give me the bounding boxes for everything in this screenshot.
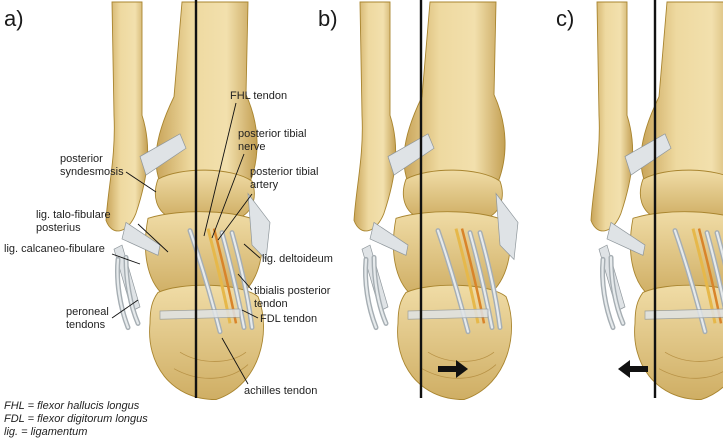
panel-a-ankle <box>106 0 270 400</box>
leader-fhl-tendon <box>203 102 237 237</box>
arrow-right-icon <box>438 360 468 378</box>
label-posterior-tibial-artery-1: posterior tibial <box>250 166 318 178</box>
leader-fdl-tendon <box>241 309 259 319</box>
leader-peroneal-tendons <box>111 299 139 319</box>
label-achilles-tendon: achilles tendon <box>244 385 317 397</box>
label-peroneal-tendons-1: peroneal <box>66 306 109 318</box>
leader-lig-talo-fibulare <box>137 223 169 253</box>
label-fhl-tendon: FHL tendon <box>230 90 287 102</box>
label-posterior-tibial-nerve-2: nerve <box>238 141 266 153</box>
label-fdl-tendon: FDL tendon <box>260 313 317 325</box>
leader-posterior-tibial-nerve <box>211 153 245 239</box>
label-peroneal-tendons-2: tendons <box>66 319 106 331</box>
label-tibialis-posterior-1: tibialis posterior <box>254 285 331 297</box>
panel-b-ankle <box>354 0 518 400</box>
panel-c-ankle <box>591 0 723 400</box>
label-tibialis-posterior-2: tendon <box>254 298 288 310</box>
leader-lig-deltoideum <box>243 243 261 259</box>
label-posterior-syndesmosis-2: syndesmosis <box>60 166 124 178</box>
leader-achilles-tendon <box>221 337 249 385</box>
leader-posterior-tibial-artery <box>217 193 253 241</box>
leader-lig-calcaneo-fibulare <box>111 253 141 265</box>
label-lig-talo-fibulare-1: lig. talo-fibulare <box>36 209 111 221</box>
legend-line-fhl: FHL = flexor hallucis longus <box>4 400 140 412</box>
label-lig-deltoideum: lig. deltoideum <box>262 253 333 265</box>
arrow-left-icon <box>618 360 648 378</box>
label-posterior-tibial-artery-2: artery <box>250 179 279 191</box>
label-posterior-syndesmosis-1: posterior <box>60 153 103 165</box>
label-lig-talo-fibulare-2: posterius <box>36 222 81 234</box>
panel-letter-b: b) <box>318 6 338 31</box>
leader-tibialis-posterior <box>237 273 253 291</box>
panel-letter-c: c) <box>556 6 574 31</box>
legend-line-fdl: FDL = flexor digitorum longus <box>4 413 148 425</box>
legend-line-lig: lig. = ligamentum <box>4 426 88 438</box>
panel-letter-a: a) <box>4 6 24 31</box>
leader-posterior-syndesmosis <box>125 171 157 193</box>
label-lig-calcaneo-fibulare: lig. calcaneo-fibulare <box>4 243 105 255</box>
abbreviation-legend: FHL = flexor hallucis longus FDL = flexo… <box>4 400 148 439</box>
label-posterior-tibial-nerve-1: posterior tibial <box>238 128 306 140</box>
